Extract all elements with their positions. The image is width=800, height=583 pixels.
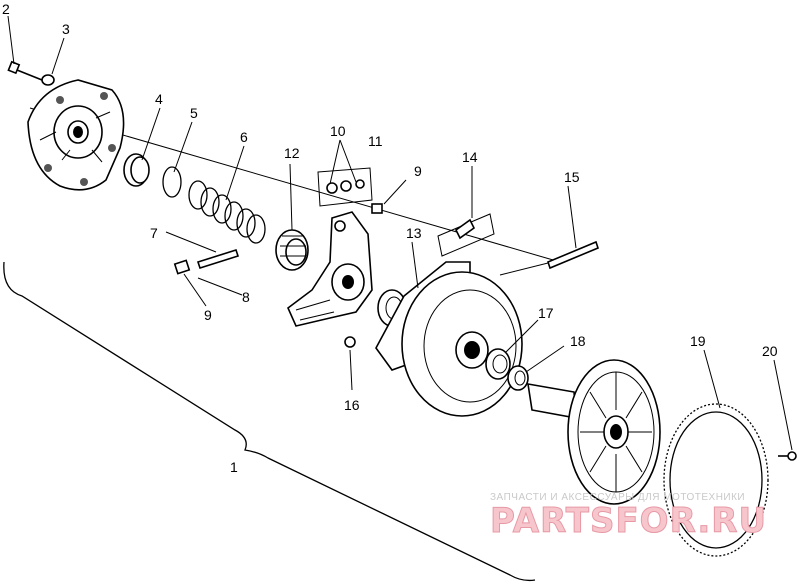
- callout-20: 20: [762, 343, 778, 359]
- part-nuts: [317, 167, 373, 207]
- part-bushing-17: [485, 348, 511, 380]
- part-bushing: [123, 153, 150, 187]
- callout-11: 11: [368, 133, 383, 149]
- callout-9-lower: 9: [204, 307, 212, 323]
- callout-3: 3: [62, 21, 70, 37]
- callout-2: 2: [2, 1, 10, 17]
- callout-4: 4: [155, 91, 163, 107]
- part-moveable-sheave: [375, 261, 523, 417]
- part-spring: [188, 180, 266, 244]
- callout-5: 5: [190, 105, 198, 121]
- part-snap-ring: [162, 166, 182, 198]
- part-bolt: [7, 60, 43, 81]
- assembly-bracket: [3, 261, 536, 582]
- part-fixed-sheave: [527, 359, 661, 505]
- part-spider-arm: [287, 211, 373, 327]
- callout-1: 1: [230, 459, 238, 475]
- part-roller: [275, 229, 309, 271]
- part-washer: [41, 74, 55, 86]
- part-setscrew: [173, 259, 191, 275]
- callout-16: 16: [344, 397, 360, 413]
- callout-15: 15: [564, 169, 580, 185]
- callout-8: 8: [242, 289, 250, 305]
- watermark-subtitle: ЗАПЧАСТИ И АКСЕССУАРЫ ДЛЯ МОТОТЕХНИКИ: [490, 492, 745, 503]
- callout-14: 14: [462, 149, 478, 165]
- part-nut-lower: [344, 336, 356, 348]
- callout-9-upper: 9: [414, 163, 422, 179]
- watermark-logo: PARTSFOR.RU: [490, 501, 767, 541]
- callout-18: 18: [570, 333, 586, 349]
- callout-12: 12: [284, 145, 300, 161]
- part-nut-upper: [371, 203, 383, 214]
- part-bracket-plate: [437, 213, 495, 257]
- part-pin: [196, 249, 240, 269]
- part-cover-housing: [27, 79, 125, 191]
- leader-lines: [7, 15, 793, 451]
- part-screw: [778, 451, 797, 461]
- callout-13: 13: [406, 225, 422, 241]
- callout-19: 19: [690, 333, 706, 349]
- callout-7: 7: [150, 225, 158, 241]
- part-ring-gear: [663, 403, 769, 557]
- part-washer-18: [507, 365, 529, 391]
- callout-6: 6: [240, 129, 248, 145]
- callout-17: 17: [538, 305, 554, 321]
- part-long-bolt: [547, 240, 599, 270]
- callout-10: 10: [330, 123, 346, 139]
